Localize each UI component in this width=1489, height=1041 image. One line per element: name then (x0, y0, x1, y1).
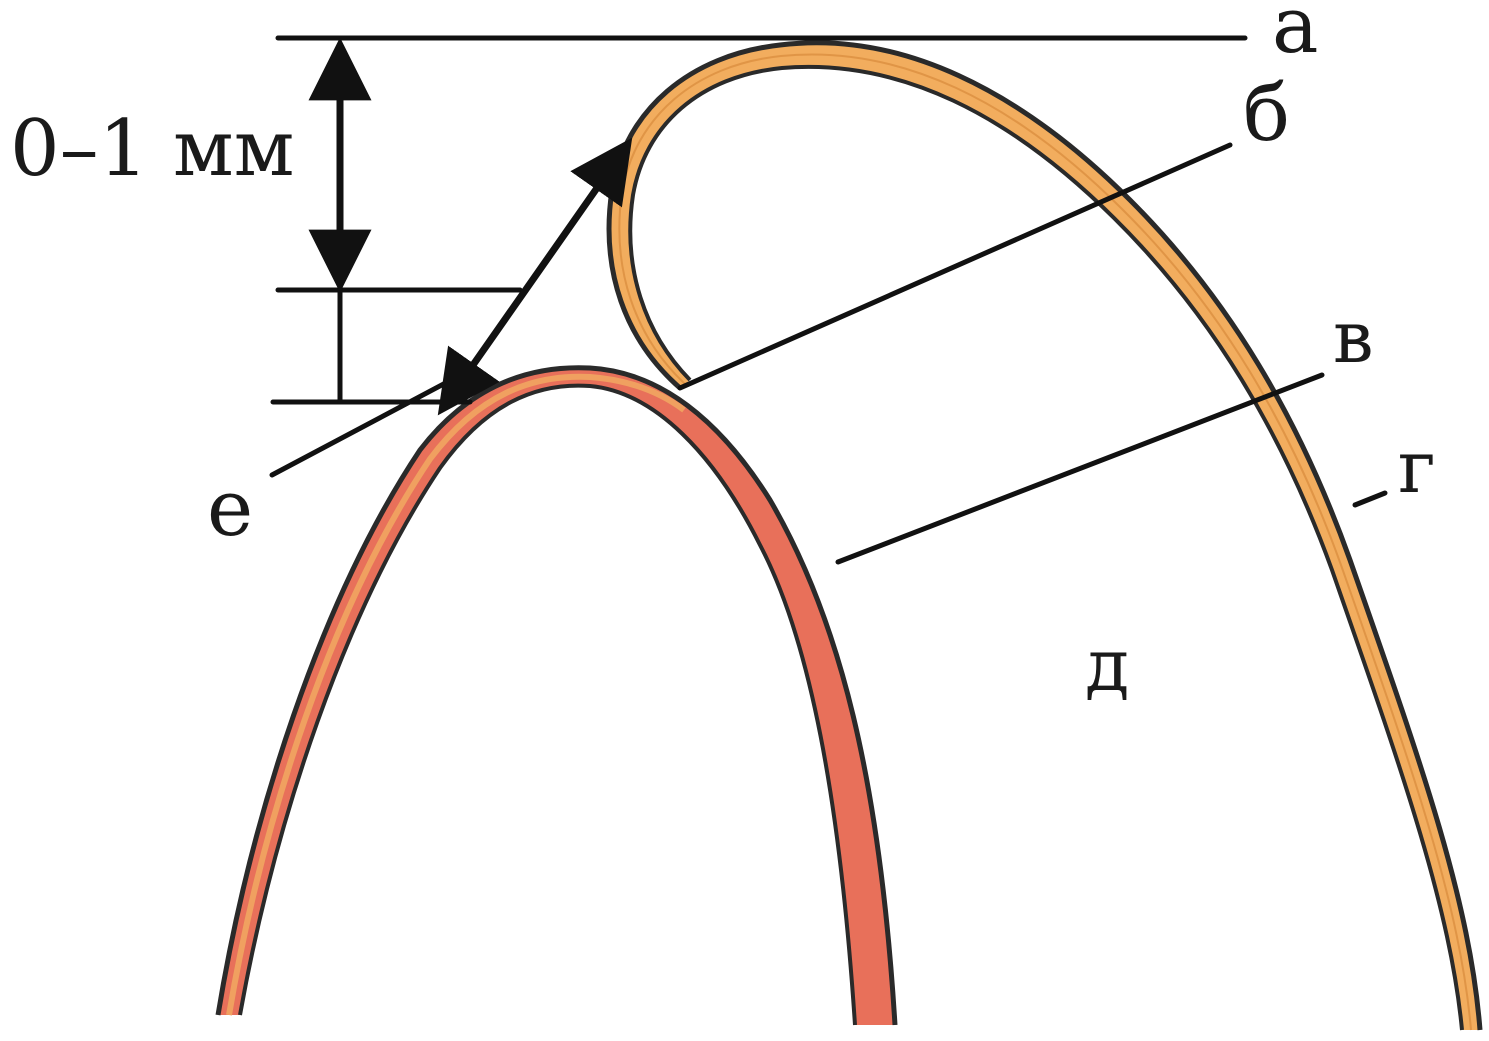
outer-curve-inner-edge (628, 64, 1464, 1031)
leader-line-g (1352, 490, 1388, 508)
outer-curve (606, 40, 1483, 1031)
pointer-line-e (269, 367, 473, 478)
inner-curve-left-highlight (226, 373, 686, 1016)
outer-curve-band (609, 42, 1480, 1030)
label-a: а (1272, 0, 1319, 71)
label-d: д (1085, 623, 1129, 707)
leader-line-b (677, 142, 1233, 391)
inner-curve-inner-edge (238, 383, 857, 1026)
inner-curve (215, 365, 898, 1026)
leader-line-v (835, 372, 1325, 565)
dimension-label: 0–1 мм (10, 104, 294, 194)
label-e: е (207, 464, 253, 554)
label-v: в (1333, 295, 1374, 379)
outer-curve-outer-edge (606, 40, 1483, 1031)
double-arrow-gap (437, 137, 633, 416)
inner-curve-band (218, 367, 895, 1025)
label-g: г (1398, 425, 1436, 509)
label-b: б (1243, 69, 1290, 159)
